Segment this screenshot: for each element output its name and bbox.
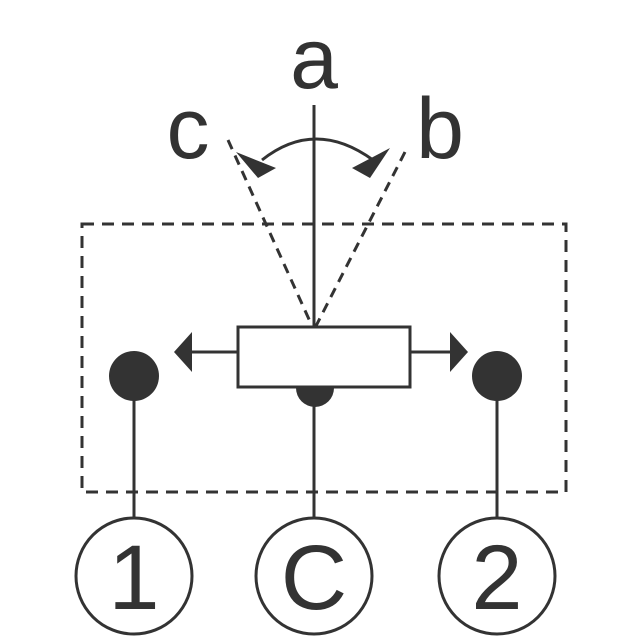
terminal-circle-1 xyxy=(74,516,194,636)
arc-arrowhead-right xyxy=(352,148,390,178)
dashed-enclosure xyxy=(80,222,568,494)
terminal-label-c: C xyxy=(281,527,347,629)
resistor-body xyxy=(236,325,412,389)
dashed-line-c xyxy=(226,139,314,327)
label-c: c xyxy=(167,81,210,177)
terminal-circle-2 xyxy=(437,516,557,636)
dashed-line-b xyxy=(314,151,407,327)
left-arrowhead xyxy=(174,332,192,372)
arc-arrowhead-left xyxy=(236,152,276,178)
label-a: a xyxy=(290,11,338,107)
label-b: b xyxy=(416,81,464,177)
rotation-arc xyxy=(261,137,374,162)
center-contact-dot xyxy=(296,388,334,407)
terminal-label-1: 1 xyxy=(108,527,159,629)
terminal-circle-c xyxy=(254,516,374,636)
right-arrowhead xyxy=(450,332,468,372)
terminal-label-2: 2 xyxy=(471,527,522,629)
